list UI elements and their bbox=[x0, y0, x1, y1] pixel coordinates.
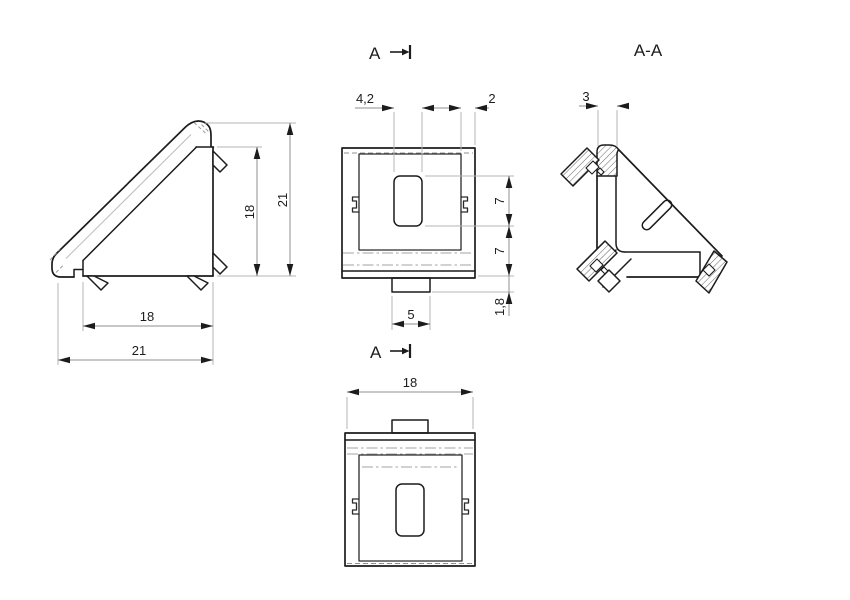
front-inner-face bbox=[358, 153, 462, 251]
dim-front-tab-height: 1,8 bbox=[492, 298, 507, 316]
section-marker-letter: A bbox=[370, 343, 382, 362]
top-tab bbox=[391, 419, 429, 434]
dim-side-height-inner: 18 bbox=[242, 205, 257, 219]
section-marker-top: A bbox=[369, 44, 412, 63]
front-outer-body bbox=[341, 147, 476, 279]
foot-fillet-tangent-mark2 bbox=[55, 263, 65, 273]
hook-tab-bottom-left bbox=[86, 275, 109, 291]
section-title: A-A bbox=[634, 41, 663, 60]
foot-notch bbox=[73, 268, 84, 278]
front-view-body bbox=[341, 147, 476, 293]
dim-front-slot-height: 7 bbox=[492, 197, 507, 204]
top-view: A 18 bbox=[344, 343, 476, 567]
top-view-body bbox=[344, 419, 476, 567]
dim-front-tab-width: 5 bbox=[407, 307, 414, 322]
section-diagonal-slot bbox=[641, 199, 673, 231]
dim-side-height-total: 21 bbox=[275, 193, 290, 207]
front-clip-left bbox=[351, 196, 360, 213]
cap-fillet-tangent-mark bbox=[193, 122, 207, 135]
hook-tab-bottom-right bbox=[186, 275, 209, 291]
front-slot bbox=[393, 175, 423, 227]
side-view-extension-lines bbox=[57, 122, 296, 365]
section-tab-top-left-notch2 bbox=[596, 167, 605, 176]
section-extension-lines bbox=[597, 110, 618, 147]
section-arrow-head bbox=[402, 347, 410, 355]
top-outer-body bbox=[344, 432, 476, 567]
section-inner-vertical bbox=[615, 175, 626, 253]
dim-side-width-inner: 18 bbox=[140, 309, 154, 324]
inner-hypotenuse-edge bbox=[82, 146, 198, 262]
top-view-extension-lines bbox=[346, 397, 474, 429]
section-tab-top-left-hatched bbox=[560, 147, 600, 187]
cap-fillet-tangent-mark2 bbox=[201, 124, 210, 133]
side-view-body bbox=[49, 120, 215, 278]
section-hypotenuse bbox=[617, 148, 723, 257]
section-marker-bottom: A bbox=[370, 343, 412, 362]
section-tab-bottom-left-notch bbox=[589, 258, 604, 273]
top-slot bbox=[395, 483, 425, 537]
foot-fillet-tangent-mark bbox=[49, 248, 61, 261]
top-inner-face bbox=[358, 454, 463, 562]
front-bottom-tab bbox=[391, 277, 431, 293]
top-clip-left bbox=[351, 498, 360, 515]
side-view: 18 21 18 21 bbox=[49, 120, 296, 365]
dim-top-width: 18 bbox=[403, 375, 417, 390]
section-tab-top-left-notch bbox=[585, 160, 600, 175]
section-view-aa: A-A 3 bbox=[560, 41, 728, 294]
dim-side-width-total: 21 bbox=[132, 343, 146, 358]
front-view-extension-lines bbox=[391, 112, 514, 330]
section-lower-hook-tip bbox=[597, 269, 621, 293]
gusset-outer-profile bbox=[51, 120, 212, 278]
section-arrow-head bbox=[402, 48, 410, 56]
top-clip-right bbox=[461, 498, 470, 515]
front-view-dimension-lines bbox=[355, 104, 513, 328]
dim-front-bottom-section: 7 bbox=[492, 247, 507, 254]
dim-section-wall-thickness: 3 bbox=[582, 89, 589, 104]
section-body bbox=[560, 144, 728, 294]
section-tab-bottom-right-notch bbox=[702, 263, 716, 277]
hook-tab-right-lower bbox=[212, 252, 228, 275]
dim-front-slot-width: 4,2 bbox=[356, 91, 374, 106]
hook-tab-right-upper bbox=[212, 150, 228, 173]
front-clip-right bbox=[460, 196, 469, 213]
side-view-hook-tabs bbox=[86, 150, 228, 291]
dim-front-edge-offset: 2 bbox=[488, 91, 495, 106]
hypotenuse-tangent-line bbox=[65, 134, 192, 259]
side-view-dimension-lines bbox=[58, 123, 294, 364]
front-view: A bbox=[341, 44, 514, 330]
section-marker-letter: A bbox=[369, 44, 381, 63]
